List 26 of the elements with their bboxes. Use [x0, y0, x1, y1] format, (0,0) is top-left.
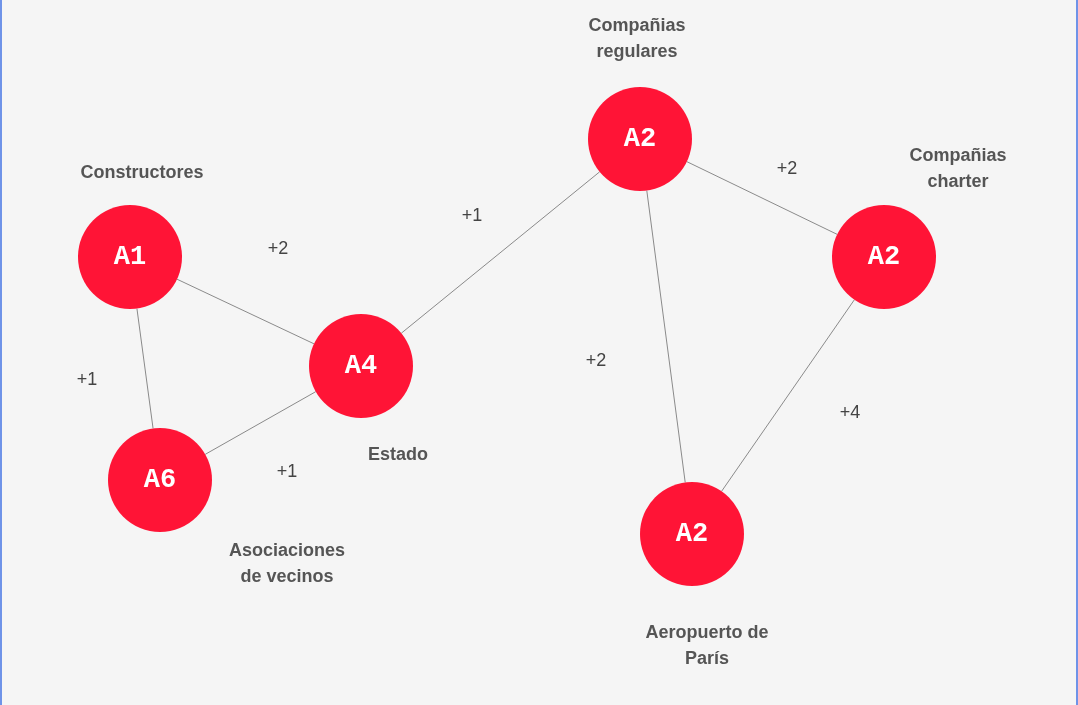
edge-label: +1 — [276, 460, 298, 482]
edge-label: +2 — [585, 349, 607, 371]
edge-label: +2 — [267, 237, 289, 259]
actor-label: Constructores — [79, 161, 205, 184]
actor-circle: A2 — [832, 205, 936, 309]
edge-label: +2 — [776, 157, 798, 179]
connector-line — [136, 308, 154, 429]
connector-line — [646, 190, 686, 483]
actor-circle: A4 — [309, 314, 413, 418]
actor-label: Compañias regulares — [587, 14, 687, 63]
connector-line — [686, 161, 838, 235]
connector-line — [721, 299, 855, 492]
edge-label: +4 — [839, 401, 861, 423]
connector-line — [400, 171, 601, 334]
connector-line — [204, 391, 317, 455]
actor-label: Estado — [367, 443, 429, 466]
actor-label: Compañias charter — [908, 144, 1008, 193]
edge-label: +1 — [76, 368, 98, 390]
actor-circle: A2 — [640, 482, 744, 586]
actor-circle: A2 — [588, 87, 692, 191]
connector-line — [176, 278, 315, 345]
actor-label: Aeropuerto de París — [644, 621, 770, 670]
actor-label: Asociaciones de vecinos — [227, 539, 347, 588]
actor-circle: A1 — [78, 205, 182, 309]
edge-label: +1 — [461, 204, 483, 226]
actor-circle: A6 — [108, 428, 212, 532]
